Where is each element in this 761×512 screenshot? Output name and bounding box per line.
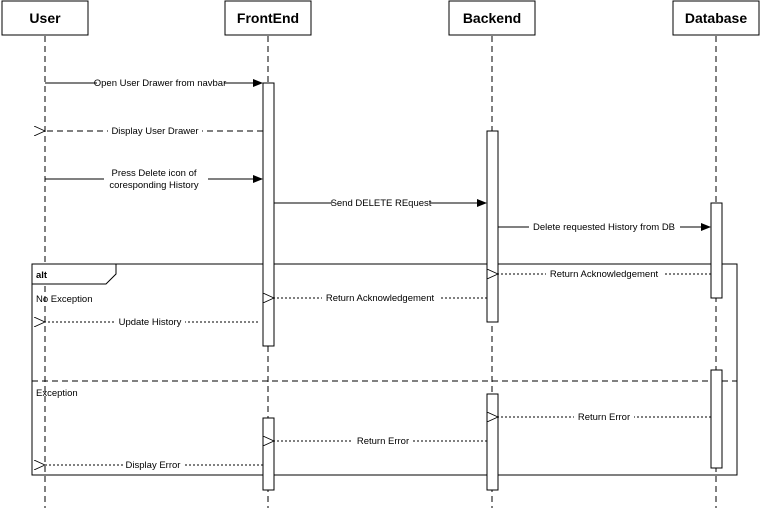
participant-user-label: User xyxy=(29,10,61,26)
msg-display-drawer-label: Display User Drawer xyxy=(111,126,198,137)
participant-frontend-box xyxy=(224,0,312,36)
msg-delete-db-label-bg xyxy=(529,221,680,233)
participant-backend-box xyxy=(448,0,536,36)
activation-database-2 xyxy=(710,369,723,469)
activation-backend-1 xyxy=(486,130,499,323)
guard-no-exception: No Exception xyxy=(36,294,93,305)
msg-open-drawer-label-bg xyxy=(97,77,224,89)
msg-update-history-label: Update History xyxy=(119,317,182,328)
participant-database-label: Database xyxy=(685,10,747,26)
participant-frontend-label: FrontEnd xyxy=(237,10,299,26)
msg-return-error-db-label: Return Error xyxy=(578,412,630,423)
alt-operator-label: alt xyxy=(36,270,48,281)
msg-open-drawer-label: Open User Drawer from navbar xyxy=(94,78,227,89)
participant-user-box xyxy=(1,0,89,36)
msg-return-error-backend-label-bg xyxy=(353,435,413,447)
activation-backend-2 xyxy=(486,393,499,491)
msg-press-delete-label-bg xyxy=(104,167,208,191)
activation-frontend-1 xyxy=(262,82,275,347)
activation-database-1 xyxy=(710,202,723,299)
msg-press-delete-label-line2: coresponding History xyxy=(109,180,198,191)
msg-return-error-db-label-bg xyxy=(574,411,634,423)
alt-fragment xyxy=(31,263,738,476)
msg-send-delete-label: Send DELETE REquest xyxy=(331,198,432,209)
msg-return-error-backend-label: Return Error xyxy=(357,436,409,447)
guard-exception: Exception xyxy=(36,388,78,399)
msg-display-drawer-label-bg xyxy=(108,125,202,137)
msg-return-ack-db-label-bg xyxy=(546,268,663,280)
msg-return-ack-db-label: Return Acknowledgement xyxy=(550,269,659,280)
msg-send-delete-label-bg xyxy=(332,197,430,209)
participant-database-box xyxy=(672,0,760,36)
activation-frontend-2 xyxy=(262,417,275,491)
msg-return-ack-backend-label-bg xyxy=(322,292,439,304)
msg-return-ack-backend-label: Return Acknowledgement xyxy=(326,293,435,304)
msg-display-error-label-bg xyxy=(123,459,183,471)
msg-delete-db-label: Delete requested History from DB xyxy=(533,222,675,233)
msg-update-history-label-bg xyxy=(116,316,185,328)
participant-backend-label: Backend xyxy=(463,10,521,26)
alt-fragment-tab xyxy=(31,263,117,285)
msg-display-error-label: Display Error xyxy=(126,460,181,471)
msg-press-delete-label-line1: Press Delete icon of xyxy=(111,168,196,179)
